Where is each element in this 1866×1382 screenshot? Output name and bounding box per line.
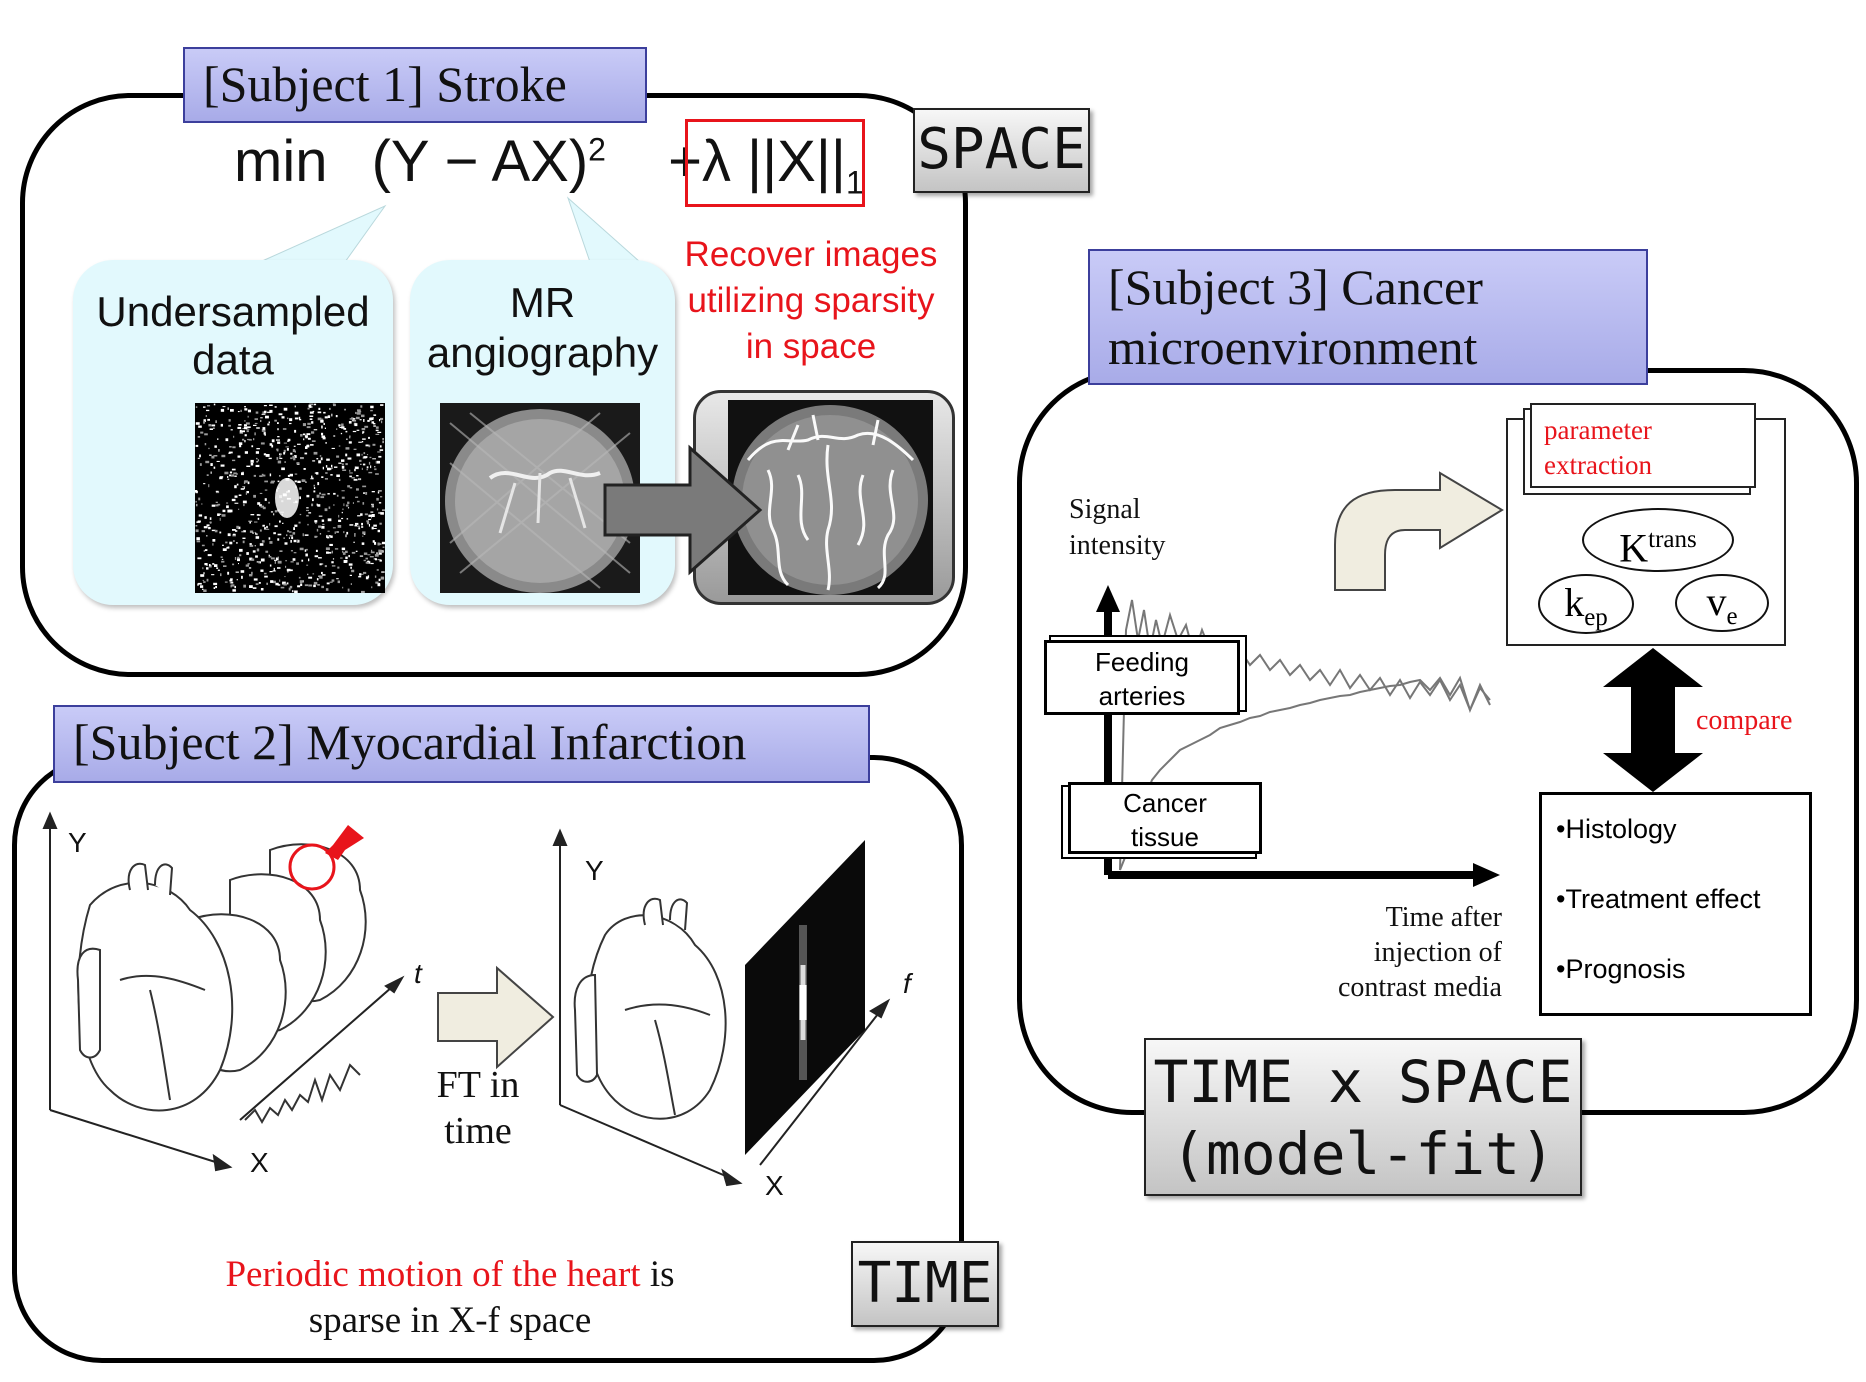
kep-oval: kep: [1538, 574, 1634, 634]
subject2-title: [Subject 2] Myocardial Infarction: [53, 705, 870, 783]
ktrans-base: K: [1619, 525, 1649, 571]
ve-oval: ve: [1675, 574, 1769, 632]
signal-intensity-label: Signal intensity: [1069, 492, 1165, 564]
undersampled-label-1: Undersampled: [96, 288, 370, 335]
formula-min: min: [234, 129, 328, 194]
time-after-label-3: contrast media: [1337, 972, 1502, 1003]
subject3-title-1: [Subject 3] Cancer: [1108, 259, 1483, 315]
signal-label-1: Signal: [1069, 494, 1141, 525]
heart-caption-black: is: [640, 1254, 675, 1295]
undersampled-label-2: data: [192, 336, 274, 383]
subject3-title: [Subject 3] Cancer microenvironment: [1088, 249, 1648, 385]
formula-subscript: 1: [846, 164, 864, 201]
outcomes-box: •Histology •Treatment effect •Prognosis: [1539, 792, 1812, 1016]
feeding-label-1: Feeding: [1095, 647, 1189, 677]
cancer-label-2: tissue: [1131, 822, 1199, 852]
cancer-label-1: Cancer: [1123, 788, 1207, 818]
parameter-extraction-label: parameter extraction: [1544, 413, 1652, 483]
subject1-title: [Subject 1] Stroke: [183, 47, 647, 123]
heart-xt-figure: [42, 811, 405, 1172]
ft-label: FT in time: [423, 1062, 533, 1154]
formula-exponent: 2: [588, 131, 606, 168]
formula-lambda-norm: λ ||X||: [701, 129, 847, 194]
formula: min (Y − AX)2 +λ ||X||1: [234, 128, 864, 202]
ft-label-1: FT in: [436, 1064, 520, 1106]
mra-undersampled-image: [440, 403, 640, 593]
ft-arrow: [437, 965, 555, 1070]
ve-base: v: [1706, 579, 1727, 624]
time-tag: TIME: [851, 1241, 999, 1327]
ktrans-oval: Ktrans: [1582, 508, 1734, 572]
heart-xf-figure: [552, 828, 891, 1187]
compare-arrow: [1603, 648, 1703, 792]
recover-note: Recover images utilizing sparsity in spa…: [666, 232, 956, 370]
axis-x-label: X: [250, 1147, 269, 1178]
recover-note-2: utilizing sparsity: [687, 281, 935, 320]
recover-note-1: Recover images: [684, 235, 938, 274]
param-label-1: parameter: [1544, 415, 1652, 445]
time-space-tag: TIME x SPACE (model-fit): [1144, 1038, 1582, 1196]
ktrans-sup: trans: [1648, 526, 1697, 553]
time-after-label-1: Time after: [1385, 902, 1502, 933]
axis-y-label: Y: [68, 827, 87, 858]
outcome-histology: •Histology: [1556, 814, 1677, 844]
time-space-tag-2: (model-fit): [1170, 1120, 1556, 1188]
cancer-tissue-box: Cancer tissue: [1068, 782, 1262, 854]
recover-note-3: in space: [745, 327, 877, 366]
reconstructed-image: [728, 400, 933, 595]
formula-residual: (Y − AX): [371, 129, 589, 194]
time-after-label: Time after injection of contrast media: [1290, 900, 1502, 1005]
recover-arrow: [603, 444, 763, 576]
heart-caption: Periodic motion of the heart is sparse i…: [110, 1252, 790, 1344]
mra-label-1: MR: [509, 279, 576, 326]
heart-caption-1: Periodic motion of the heart is: [110, 1252, 790, 1298]
compare-label: compare: [1696, 705, 1793, 736]
axis-f-label: f: [903, 968, 911, 999]
parameter-extraction-box: [1530, 403, 1756, 488]
mra-label-2: angiography: [426, 329, 659, 376]
space-tag: SPACE: [913, 108, 1090, 193]
time-after-label-2: injection of: [1373, 937, 1502, 968]
kep-base: k: [1564, 580, 1585, 625]
axis-x2-label: X: [765, 1170, 784, 1201]
heart-caption-red: Periodic motion of the heart: [225, 1254, 641, 1295]
param-label-2: extraction: [1544, 450, 1652, 480]
kep-sub: ep: [1584, 604, 1608, 631]
undersampled-kspace-image: [195, 403, 385, 593]
axis-t-label: t: [414, 958, 422, 989]
outcome-prognosis: •Prognosis: [1556, 954, 1686, 984]
heart-caption-2: sparse in X-f space: [308, 1300, 592, 1341]
feeding-arteries-box: Feeding arteries: [1044, 640, 1240, 715]
ft-label-2: time: [444, 1110, 512, 1152]
time-space-tag-1: TIME x SPACE: [1153, 1048, 1573, 1116]
feeding-label-2: arteries: [1098, 681, 1186, 711]
outcome-treatment: •Treatment effect: [1556, 884, 1761, 914]
subject3-title-2: microenvironment: [1108, 319, 1478, 375]
signal-label-2: intensity: [1069, 530, 1166, 561]
regularizer-highlight: [685, 119, 865, 207]
axis-y2-label: Y: [585, 855, 604, 886]
ve-sub: e: [1726, 603, 1738, 630]
extraction-arrow: [1334, 471, 1504, 591]
